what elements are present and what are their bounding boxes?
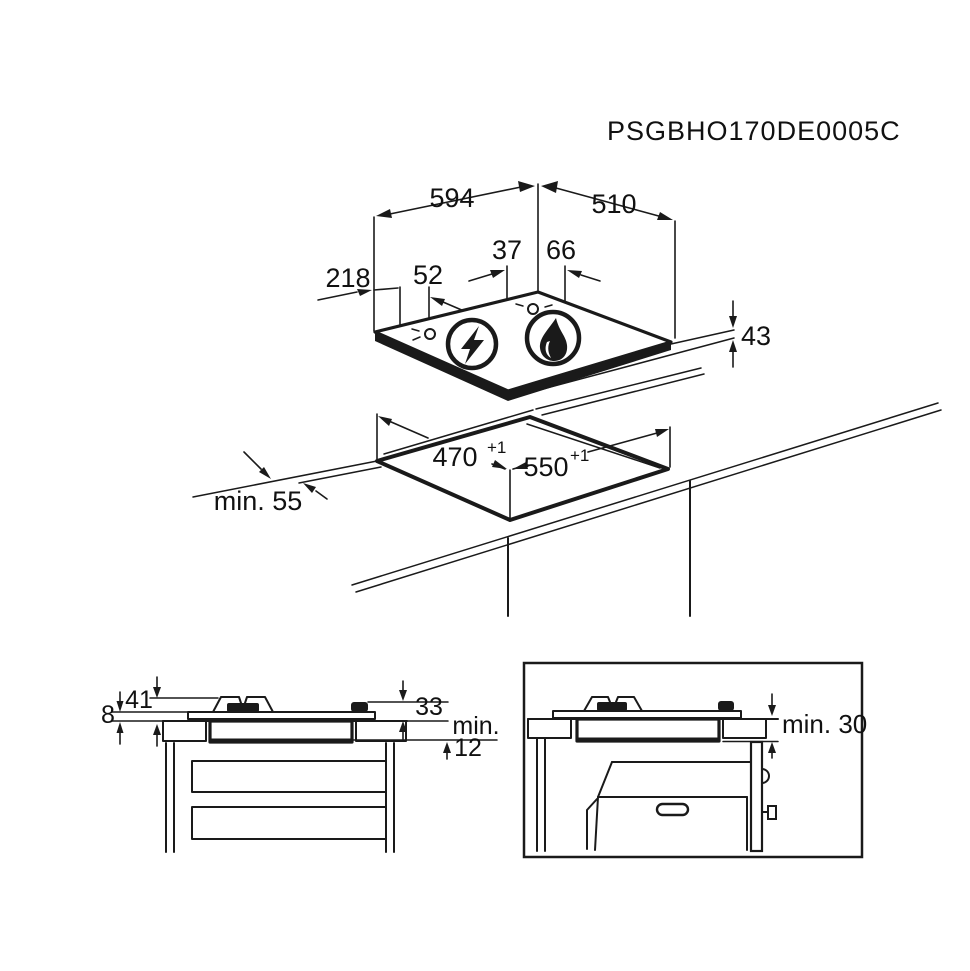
top-view-diagram: 594 510 37 66 218 52	[317, 181, 771, 401]
cabinet-sides	[165, 742, 395, 853]
dim-front-clearance-label: min. 55	[214, 486, 303, 516]
dim-cutout-width-label: 550	[523, 452, 568, 482]
oven	[586, 740, 777, 853]
oven-view-frame	[522, 661, 864, 859]
drawer-bottom	[191, 806, 387, 840]
pan-support-oven-view	[583, 696, 643, 712]
dim-knob-offset-front-label: 37	[492, 235, 522, 265]
drawer-top	[191, 760, 387, 793]
hob-glass-oven-view	[552, 710, 742, 719]
dim-depth-label: 510	[591, 189, 636, 219]
product-code: PSGBHO170DE0005C	[607, 116, 901, 146]
oven-side-panel	[749, 740, 764, 853]
dim-knob-spacing-label: 52	[413, 260, 443, 290]
worktop-back-edge	[192, 460, 378, 498]
hob-knob-left	[411, 328, 436, 341]
cabinet-front-lines	[507, 480, 691, 617]
oven-view-diagram: min. 30	[522, 661, 867, 859]
lightning-icon	[445, 317, 499, 371]
section-view-diagram: 8 41 33 min. 12	[101, 676, 500, 853]
hob-knob-back	[515, 303, 553, 315]
flame-icon	[524, 309, 582, 367]
control-knob-section	[351, 702, 368, 712]
dim-cutout-width-tolerance: +1	[570, 446, 589, 465]
dim-pan-support-height-label: 41	[125, 686, 153, 714]
hob-top-surface	[373, 290, 673, 393]
cutout-view-diagram: 470 +1 550 +1 min. 55	[192, 367, 942, 617]
worktop-front-edge	[351, 402, 942, 593]
oven-fixing-screw	[767, 805, 777, 820]
dim-width-label: 594	[429, 183, 474, 213]
dim-glass-thickness-label: 8	[101, 701, 115, 729]
dim-height-label: 43	[741, 321, 771, 351]
pan-support	[212, 696, 274, 713]
cabinet-side-oven-view	[536, 737, 546, 852]
hob-glass-section	[187, 711, 376, 720]
dim-bottom-clearance-value-label: 12	[454, 734, 482, 762]
dim-cutout-depth-label: 470	[432, 442, 477, 472]
dim-knob-edge-distance-label: 218	[325, 263, 370, 293]
oven-door-handle	[655, 802, 690, 817]
dim-body-height-label: 33	[415, 693, 443, 721]
dim-knob-offset-side-label: 66	[546, 235, 576, 265]
dim-bottom-clearance-min-label: min.	[452, 712, 499, 740]
oven-hinge-bump	[761, 768, 770, 784]
dim-oven-clearance-label: min. 30	[782, 709, 867, 739]
control-knob-oven-view	[718, 701, 734, 711]
dim-cutout-depth-tolerance: +1	[487, 438, 506, 457]
hob-side-band	[375, 333, 671, 401]
